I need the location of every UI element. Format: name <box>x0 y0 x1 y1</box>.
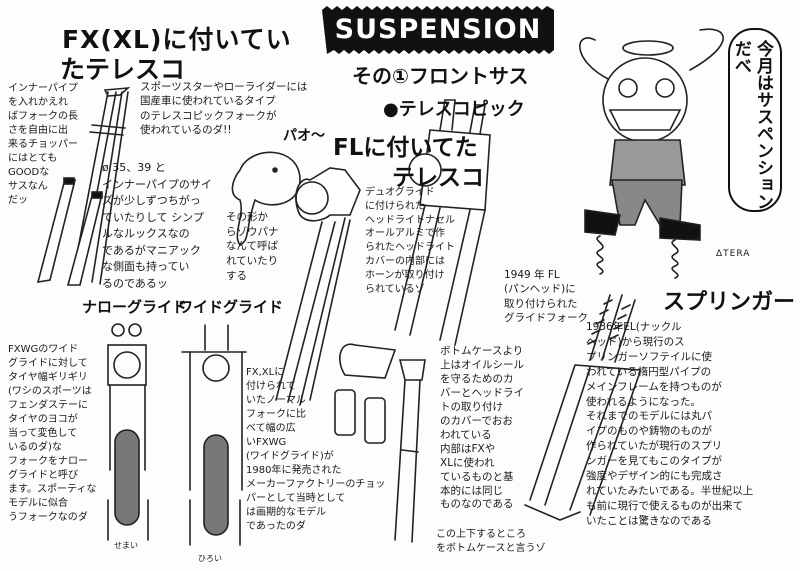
narrow-width-label: せまい <box>114 541 138 550</box>
character-drawing <box>579 28 724 279</box>
fl-telescopic-heading-line2: テレスコ <box>392 165 484 191</box>
fxwg-note: FXWGのワイド グライドに対して タイヤ幅ギリギリ (ワシのスポーツは フェン… <box>8 344 97 523</box>
part-heading: その①フロントサス <box>352 64 529 88</box>
wide-glide-heading: ワイドグライド <box>178 298 284 316</box>
bottom-case-note: ボトムケースより 上はオイルシール を守るためのカ バーとヘッドライ トの取り付… <box>440 345 524 511</box>
fl1949-note: 1949 年 FL (パンヘッド)に 取り付けられた グライドフォーク <box>504 269 588 325</box>
artist-signature: ΔTERA <box>716 249 751 259</box>
springer-note: 1936年EL(ナックル ヘッド)から現行のス プリンガーソフテイルに使 われて… <box>586 321 754 527</box>
duoglide-note: デュオグライド に付けられた ヘッドライトナセル オールアルミで作 られたヘッド… <box>365 187 455 295</box>
narrow-glide-heading: ナローグライド <box>82 298 188 316</box>
bottom-case-fork-drawing <box>334 343 426 543</box>
fx-telescopic-heading-line2: たテレスコ <box>60 55 186 84</box>
fx-telescopic-heading: FX(XL)に付いてい <box>62 25 292 54</box>
section-heading: ●テレスコピック <box>383 99 525 120</box>
fl-telescopic-heading: FLに付いてた <box>333 135 478 161</box>
fl-nacelle-fork-drawing <box>275 167 361 406</box>
diameter-note: ø 35、39 と インナーパイプのサイ ズが少しずつちがっ ていたりして シン… <box>102 161 212 290</box>
suspension-banner: SUSPENSION <box>322 8 554 52</box>
bottom-case-pointer-note: この上下するところ をボトムケースと言うゾ <box>436 529 546 554</box>
elephant-drawing <box>231 151 301 247</box>
banner-zigzag-shape <box>322 6 554 54</box>
sportster-note: スポーツスターやローライダーには 国産車に使われているタイプ のテレスコピックフ… <box>140 81 308 137</box>
wide-glide-front-view-drawing <box>181 324 247 546</box>
springer-heading: スプリンガー <box>663 290 796 315</box>
fx-xl-note: FX,XLに 付けられて いたノーマル フォークに比 べて幅の広 いFXWG (… <box>246 367 386 532</box>
elephant-note: その形か らゾウパナ なんて呼ば れていたり する <box>226 211 279 282</box>
narrow-glide-front-view-drawing <box>107 323 149 541</box>
speech-bubble: 今月はサスペンション だべ <box>728 28 782 212</box>
banner-title: SUSPENSION <box>334 14 542 45</box>
fx-telescopic-fork-drawing <box>36 86 131 286</box>
springer-fork-drawing <box>524 294 641 521</box>
wide-width-label: ひろい <box>198 554 222 563</box>
speech-text: 今月はサスペンション だべ <box>730 40 773 210</box>
pao-sound: パオ〜 <box>283 128 325 144</box>
fl-panhead-fork-drawing <box>394 99 491 346</box>
inner-pipe-note: インナーパイプ を入れかえれ ばフォークの長 さを自由に出 来るチョッパー には… <box>8 83 78 206</box>
